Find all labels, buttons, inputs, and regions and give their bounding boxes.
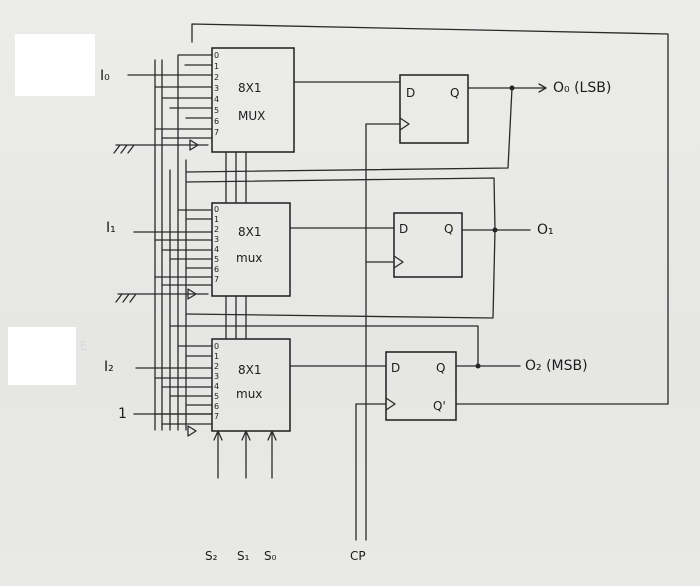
mux-bottom-box xyxy=(211,338,291,432)
mux-bottom-pin-1: 1 xyxy=(214,352,219,361)
input-i1-label: I₁ xyxy=(106,220,116,236)
output-o1-label: O₁ xyxy=(537,222,554,238)
ff2-qbar-label: Q' xyxy=(433,399,446,413)
mux-middle-pin-7: 7 xyxy=(214,275,219,284)
mux-top-pins: 0 1 2 3 4 5 6 7 xyxy=(214,51,219,137)
mux-middle-pin-0: 0 xyxy=(214,205,219,214)
select-s2-label: S₂ xyxy=(205,549,218,563)
mux-bottom-pin-6: 6 xyxy=(214,402,219,411)
mux-middle-pin-4: 4 xyxy=(214,245,219,254)
o1-feedback-wire xyxy=(185,177,496,231)
mux-bottom-pin-4: 4 xyxy=(214,382,219,391)
mux-middle-name-label: mux xyxy=(236,251,262,265)
flipflop-0-box xyxy=(399,74,469,144)
mux-middle-box xyxy=(211,202,291,297)
ff2-q-label: Q xyxy=(436,361,445,375)
select-lines-middle xyxy=(225,295,247,340)
mux-top-pin-5: 5 xyxy=(214,106,219,115)
mux-middle-pin-5: 5 xyxy=(214,255,219,264)
select-s1-label: S₁ xyxy=(237,549,250,563)
clock-label: CP xyxy=(350,549,366,563)
mux-bottom-pin-0: 0 xyxy=(214,342,219,351)
mux-bottom-pin-5: 5 xyxy=(214,392,219,401)
mux-middle-pins: 0 1 2 3 4 5 6 7 xyxy=(214,205,219,284)
mux-middle-pin-1: 1 xyxy=(214,215,219,224)
ff0-q-label: Q xyxy=(450,86,459,100)
mux-bottom-pin-3: 3 xyxy=(214,372,219,381)
clock-branch-ff2 xyxy=(355,403,387,541)
o0-feedback-wire xyxy=(185,87,513,173)
clock-line xyxy=(365,123,401,541)
mux-bottom-pin-2: 2 xyxy=(214,362,219,371)
ground-symbol-top xyxy=(113,144,209,154)
select-lines-bottom xyxy=(217,430,273,479)
ff1-q-label: Q xyxy=(444,222,453,236)
mux-top-pin-2: 2 xyxy=(214,73,219,82)
mux-bottom-taps xyxy=(154,345,213,425)
input-one-label: 1 xyxy=(118,406,127,422)
mux-top-name-label: MUX xyxy=(238,109,265,123)
ff2-clock-triangle xyxy=(385,397,396,411)
mux-bottom-pins: 0 1 2 3 4 5 6 7 xyxy=(214,342,219,421)
inverter-middle-icon xyxy=(187,288,197,300)
mux-middle-pin-6: 6 xyxy=(214,265,219,274)
flipflop-1-box xyxy=(393,212,463,278)
mux-bottom-pin-7: 7 xyxy=(214,412,219,421)
mux-top-pin-7: 7 xyxy=(214,128,219,137)
margin-mark: E xyxy=(80,339,88,353)
mux-top-pin-6: 6 xyxy=(214,117,219,126)
mux-top-size-label: 8X1 xyxy=(238,81,262,95)
ff2-qbar-feedback-wire xyxy=(191,23,669,405)
mux-bottom-size-label: 8X1 xyxy=(238,363,262,377)
output-o0-label: O₀ (LSB) xyxy=(553,80,611,96)
ff0-d-label: D xyxy=(406,86,415,100)
inverter-bottom-icon xyxy=(187,425,197,437)
redaction-patch-bottom xyxy=(8,327,76,385)
mux-top-pin-0: 0 xyxy=(214,51,219,60)
input-i2-label: I₂ xyxy=(104,359,114,375)
select-s0-label: S₀ xyxy=(264,549,277,563)
o1-feedback-wire-2 xyxy=(185,229,496,319)
mux-middle-pin-2: 2 xyxy=(214,225,219,234)
inverter-top-icon xyxy=(189,139,199,151)
ground-symbol-middle xyxy=(115,293,209,303)
mux-middle-pin-3: 3 xyxy=(214,235,219,244)
mux-top-pin-4: 4 xyxy=(214,95,219,104)
ff1-d-label: D xyxy=(399,222,408,236)
mux-middle-taps xyxy=(154,209,213,286)
mux-middle-size-label: 8X1 xyxy=(238,225,262,239)
ff1-clock-triangle xyxy=(393,255,404,269)
flipflop-2-box xyxy=(385,351,457,421)
o0-arrow xyxy=(538,83,547,93)
ff2-d-label: D xyxy=(391,361,400,375)
ff0-clock-triangle xyxy=(399,117,410,131)
select-lines-upper xyxy=(225,151,247,204)
mux-top-box xyxy=(211,47,295,153)
mux-bottom-name-label: mux xyxy=(236,387,262,401)
mux-top-pin-1: 1 xyxy=(214,62,219,71)
output-o2-label: O₂ (MSB) xyxy=(525,358,588,374)
o2-feedback-wire xyxy=(169,325,479,367)
mux-top-taps xyxy=(154,54,213,139)
select-arrows xyxy=(213,430,277,441)
input-i0-label: I₀ xyxy=(100,68,110,84)
redaction-patch-top xyxy=(15,34,95,96)
mux-top-pin-3: 3 xyxy=(214,84,219,93)
